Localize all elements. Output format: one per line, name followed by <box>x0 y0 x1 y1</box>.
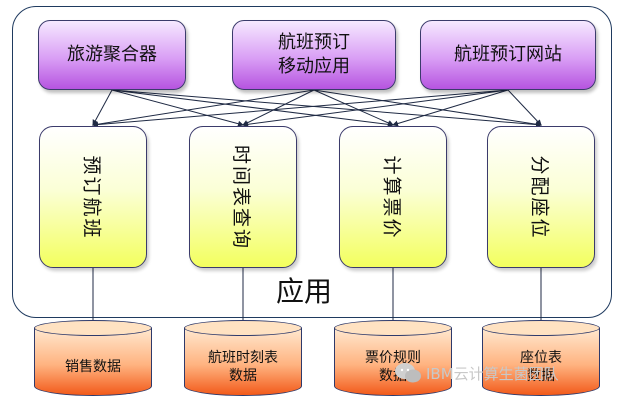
top-box-label: 航班预订网站 <box>454 44 562 65</box>
db-fare-rules: 票价规则 数据 <box>333 320 452 396</box>
application-label: 应用 <box>276 275 333 308</box>
db-label: 航班时刻表 数据 <box>208 349 278 384</box>
top-box-label: 航班预订 移动应用 <box>278 32 350 77</box>
module-label: 计算票价 <box>380 154 403 240</box>
travel-aggregator-box: 旅游聚合器 <box>38 20 186 90</box>
application-boundary <box>12 6 612 318</box>
module-label: 分配座位 <box>528 154 551 240</box>
module-schedule-query: 时间表查询 <box>189 126 297 268</box>
db-label: 销售数据 <box>65 358 121 375</box>
db-flight-schedule: 航班时刻表 数据 <box>183 320 302 396</box>
module-label: 预订航班 <box>80 154 103 240</box>
db-sales-data: 销售数据 <box>33 320 152 396</box>
top-box-label: 旅游聚合器 <box>67 44 157 65</box>
db-label: 座位表 数据 <box>520 349 562 384</box>
module-label: 时间表查询 <box>230 144 253 250</box>
module-book-flight: 预订航班 <box>39 126 147 268</box>
wechat-icon <box>395 363 421 383</box>
booking-website-box: 航班预订网站 <box>420 20 596 90</box>
db-seat-map: 座位表 数据 <box>481 320 600 396</box>
mobile-booking-app-box: 航班预订 移动应用 <box>232 20 396 90</box>
module-calc-fare: 计算票价 <box>339 126 447 268</box>
module-assign-seat: 分配座位 <box>487 126 595 268</box>
watermark-text: IBM云计算生菌团队 <box>426 364 559 383</box>
watermark: IBM云计算生菌团队 <box>394 362 559 384</box>
